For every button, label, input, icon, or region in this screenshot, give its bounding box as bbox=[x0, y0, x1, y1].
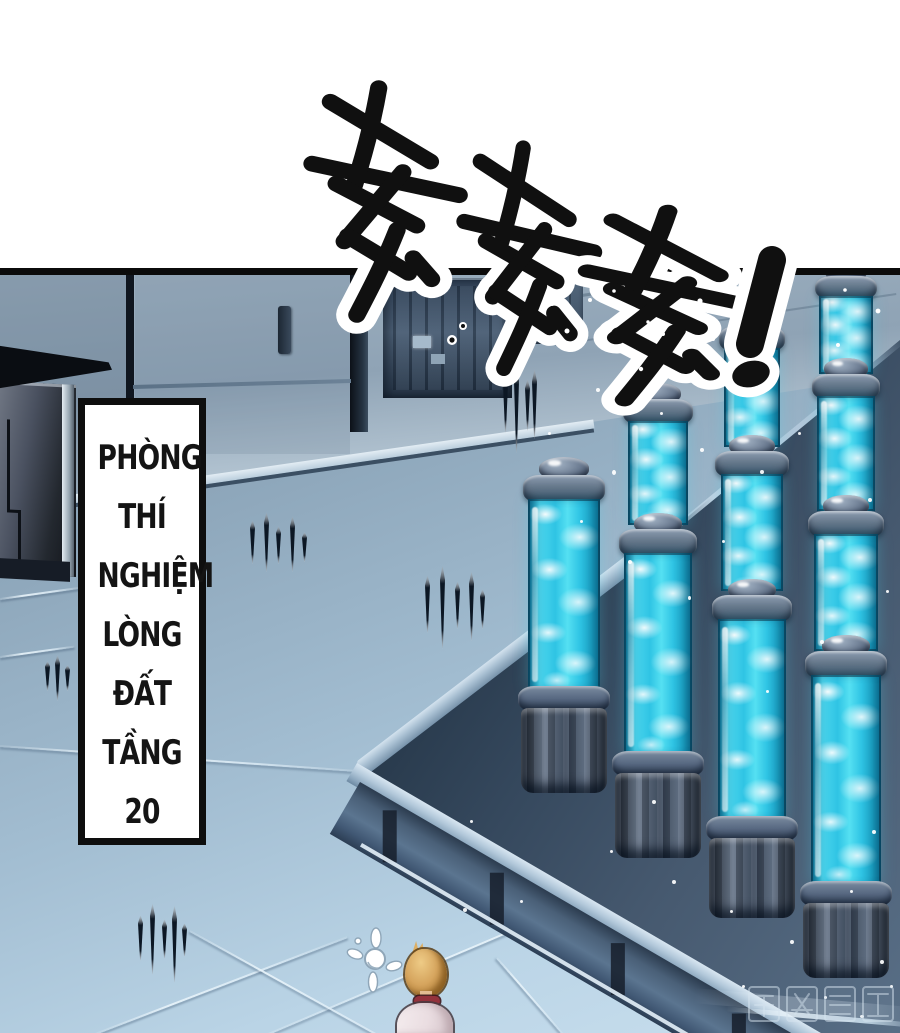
platform-leg bbox=[731, 1013, 746, 1033]
specimen-tank-column bbox=[518, 457, 610, 793]
tank-liquid bbox=[817, 396, 875, 511]
tank-base-collar bbox=[800, 881, 892, 907]
caption-box: PHÒNG THÍ NGHIỆM LÒNG ĐẤT TẦNG 20 bbox=[78, 398, 215, 845]
tank-liquid bbox=[721, 474, 783, 591]
red-collar bbox=[414, 996, 440, 1006]
dark-door-panel bbox=[0, 381, 76, 577]
specimen-tank-column bbox=[612, 383, 704, 858]
wall-console bbox=[383, 278, 512, 398]
caption-line: 20 bbox=[124, 792, 160, 832]
tank-liquid bbox=[628, 421, 688, 525]
tank-base bbox=[521, 708, 607, 793]
door-frame bbox=[62, 384, 74, 577]
tank-base-collar bbox=[612, 751, 704, 777]
platform-leg bbox=[610, 943, 625, 996]
caption-line: NGHIỆM bbox=[97, 556, 215, 596]
caption-line: ĐẤT bbox=[112, 674, 172, 714]
girl-character bbox=[390, 941, 460, 1033]
door-seam bbox=[7, 419, 10, 512]
console-vents bbox=[393, 286, 502, 390]
tank-liquid bbox=[528, 499, 600, 690]
wall-handle bbox=[278, 306, 291, 354]
specimen-tank-column bbox=[800, 262, 892, 978]
specimen-tank-column bbox=[706, 310, 798, 918]
tank-base bbox=[709, 838, 795, 918]
tank-liquid bbox=[811, 675, 881, 885]
platform-leg bbox=[489, 872, 504, 925]
blonde-hair bbox=[405, 949, 447, 997]
tank-liquid bbox=[724, 348, 780, 447]
wall-seam bbox=[126, 274, 134, 402]
wall-cabinet bbox=[513, 274, 583, 344]
tank-liquid bbox=[814, 534, 878, 651]
console-button bbox=[413, 336, 431, 348]
wall-slot bbox=[350, 274, 368, 432]
panel-border-line bbox=[0, 268, 900, 275]
tank-liquid bbox=[624, 553, 692, 755]
tank-base-collar bbox=[706, 816, 798, 842]
caption-line: THÍ bbox=[118, 497, 167, 537]
caption-line: PHÒNG bbox=[97, 438, 203, 478]
tank-base bbox=[615, 773, 701, 858]
door-base-shadow bbox=[0, 558, 70, 582]
tank-liquid bbox=[718, 619, 786, 820]
caption-line: LÒNG bbox=[102, 615, 182, 655]
tank-base-collar bbox=[518, 686, 610, 712]
sparkle-flower-icon bbox=[346, 927, 403, 993]
caption-line: TẦNG bbox=[102, 733, 182, 773]
cabinet-vents bbox=[521, 280, 575, 338]
sfx-white-band bbox=[0, 0, 900, 268]
tencent-watermark bbox=[748, 986, 894, 1022]
white-robe bbox=[397, 1003, 453, 1033]
console-button bbox=[431, 354, 445, 364]
tank-base bbox=[803, 903, 889, 978]
platform-leg bbox=[382, 810, 397, 863]
